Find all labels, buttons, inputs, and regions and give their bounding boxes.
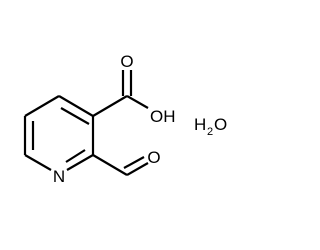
bond-c3-cooh	[92, 95, 128, 117]
water-subscript-label: 2	[207, 126, 213, 138]
ring-bond-c6-n	[24, 154, 52, 171]
molecule-drawing: O OH N O H 2 O	[23, 52, 227, 186]
ring-bond-c3-c4	[58, 95, 94, 117]
bond-cho-o-double-1	[126, 162, 149, 176]
bond-cho-o-double-2	[123, 156, 145, 169]
ring-double-bond-n-c2	[65, 149, 86, 163]
pyridine-ring	[23, 95, 95, 171]
aldehyde-oxygen-label: O	[147, 148, 160, 167]
hydroxyl-label: OH	[150, 107, 176, 126]
water-hydrogen-label: H	[194, 115, 206, 134]
pyridine-nitrogen-label: N	[53, 167, 65, 186]
structure-canvas: O OH N O H 2 O	[23, 52, 228, 186]
bond-c-oh	[126, 95, 149, 109]
carboxylic-acid-group	[92, 70, 149, 117]
ring-bond-n-c2	[66, 154, 94, 171]
aldehyde-group	[92, 154, 149, 176]
water-molecule: H 2 O	[194, 115, 227, 138]
acid-carbonyl-oxygen-label: O	[120, 52, 133, 71]
ring-bond-c4-c5	[24, 95, 60, 117]
ring-double-bond-c3-c4	[60, 107, 90, 125]
bond-c2-cho	[92, 154, 128, 176]
water-oxygen-label: O	[214, 115, 227, 134]
